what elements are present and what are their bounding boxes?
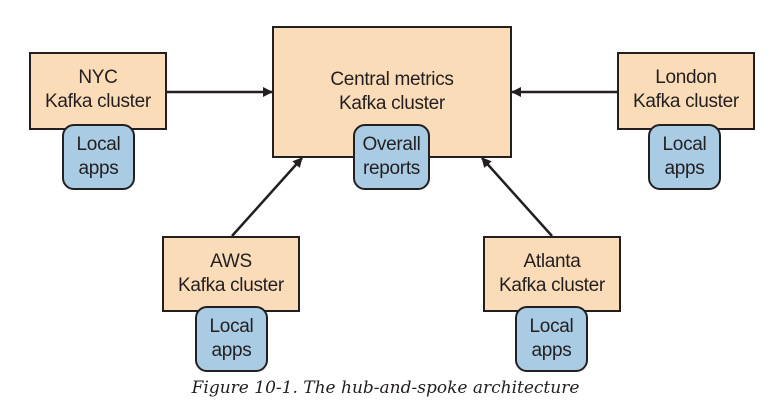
overall-reports-app: Overall reports [353,124,430,190]
aws-kafka-cluster: AWS Kafka cluster [162,236,300,312]
atlanta-local-apps: Local apps [515,306,588,372]
aws-local-apps: Local apps [195,306,268,372]
atlanta-kafka-cluster: Atlanta Kafka cluster [483,236,621,312]
london-local-apps: Local apps [648,124,721,190]
aws-cluster-label: AWS Kafka cluster [178,251,284,296]
nyc-cluster-label: NYC Kafka cluster [45,67,151,112]
arrow-atlanta-to-central [481,157,553,237]
atlanta-cluster-label: Atlanta Kafka cluster [499,251,605,296]
central-metrics-kafka-cluster: Central metrics Kafka cluster [272,26,512,158]
arrow-aws-to-central [231,157,303,237]
nyc-kafka-cluster: NYC Kafka cluster [29,52,167,130]
figure-caption: Figure 10-1. The hub-and-spoke architect… [191,378,580,398]
london-kafka-cluster: London Kafka cluster [617,52,755,130]
nyc-local-apps: Local apps [62,124,135,190]
central-cluster-label: Central metrics Kafka cluster [330,69,454,114]
london-cluster-label: London Kafka cluster [633,67,739,112]
